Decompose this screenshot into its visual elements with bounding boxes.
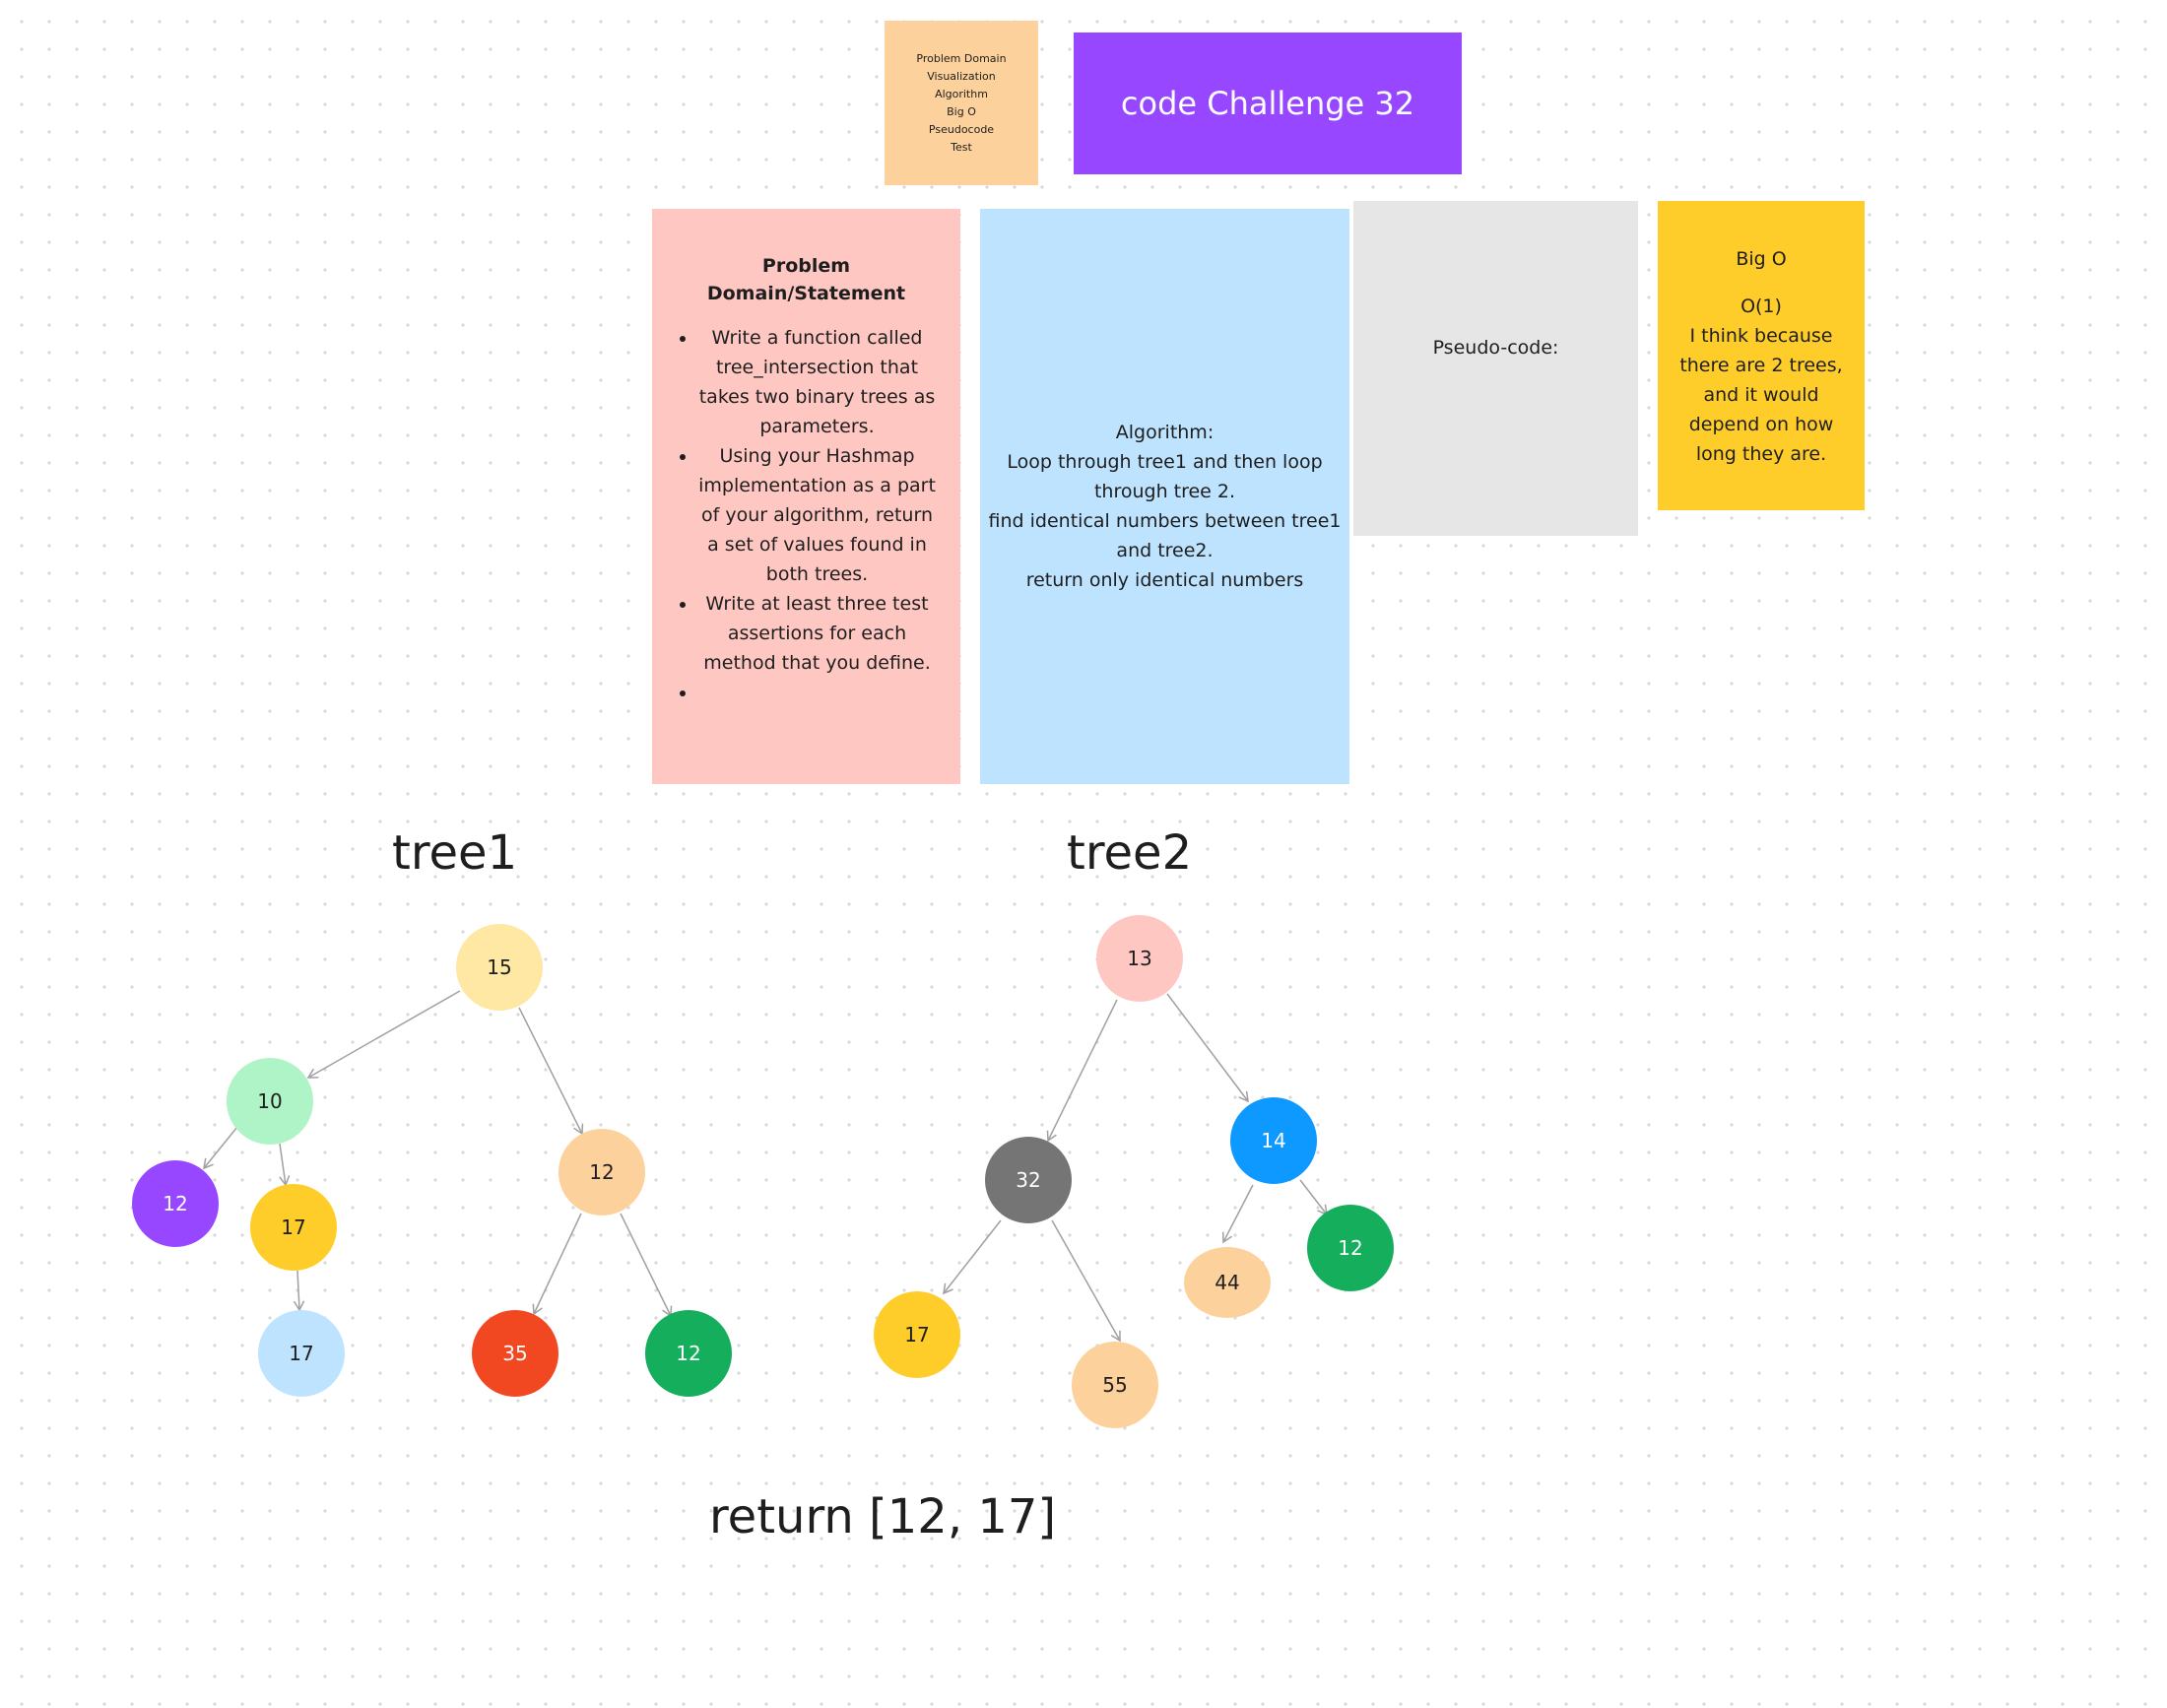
tree2-node-32[interactable]: 32 [985,1137,1072,1223]
tree-node-value: 12 [163,1192,187,1215]
legend-list: Problem Domain Visualization Algorithm B… [916,50,1006,157]
tree-node-value: 35 [502,1342,527,1365]
tree-node-circle [258,1310,345,1397]
tree1-node-15[interactable]: 15 [456,924,543,1011]
algorithm-sticky-note[interactable]: Algorithm: Loop through tree1 and then l… [980,209,1349,784]
tree-node-value: 32 [1016,1168,1040,1192]
big-o-sticky-note[interactable]: Big O O(1) I think because there are 2 t… [1658,201,1865,510]
tree1-node-12-right[interactable]: 12 [558,1129,645,1215]
tree2-node-14[interactable]: 14 [1230,1097,1317,1184]
tree-node-circle [250,1184,337,1271]
title-card[interactable]: code Challenge 32 [1074,33,1462,174]
tree1-node-12-leaf[interactable]: 12 [645,1310,732,1397]
tree-edge [1299,1179,1328,1216]
tree-edge [279,1143,291,1187]
tree-node-circle [1307,1205,1394,1291]
tree-node-value: 44 [1215,1271,1239,1294]
tree-edge [203,1126,238,1170]
algorithm-line: through tree 2. [1093,481,1236,502]
tree-node-circle [985,1137,1072,1223]
tree2-node-13[interactable]: 13 [1096,915,1183,1002]
big-o-value: O(1) [1740,296,1782,317]
tree-node-circle [472,1310,558,1397]
tree-node-circle [645,1310,732,1397]
tree1-node-17-leaf[interactable]: 17 [258,1310,345,1397]
tree-edge [1221,1184,1254,1244]
problem-domain-sticky-note[interactable]: Problem Domain/Statement Write a functio… [652,209,960,784]
tree-edge [1046,999,1118,1143]
algorithm-line: Algorithm: [1115,422,1215,443]
tree-edge [943,1219,1002,1295]
tree1-node-35[interactable]: 35 [472,1310,558,1397]
tree-node-value: 17 [289,1342,313,1365]
algorithm-line: return only identical numbers [1025,569,1304,591]
tree-edge [1051,1219,1121,1343]
algorithm-line: find identical numbers between tree1 [988,510,1342,532]
tree-edge [620,1213,673,1318]
tree2-node-17[interactable]: 17 [874,1291,960,1378]
tree-edge [532,1213,582,1316]
problem-bullet: Write a function called tree_intersectio… [697,323,937,441]
tree-edge [293,1270,305,1312]
page-title: code Challenge 32 [1120,85,1415,122]
algorithm-line: Loop through tree1 and then loop [1007,451,1323,473]
tree1-node-10[interactable]: 10 [227,1058,313,1145]
tree-node-circle [456,924,543,1011]
problem-bullet-empty [697,678,937,707]
tree-edge [518,1007,584,1136]
tree-node-circle [558,1129,645,1215]
tree-node-circle [1230,1097,1317,1184]
tree1-node-17[interactable]: 17 [250,1184,337,1271]
legend-sticky-note[interactable]: Problem Domain Visualization Algorithm B… [885,21,1038,185]
big-o-note: I think because there are 2 trees, and i… [1679,325,1843,465]
tree-node-circle [227,1058,313,1145]
legend-item: Algorithm [935,87,988,100]
tree2-node-12[interactable]: 12 [1307,1205,1394,1291]
algorithm-line: and tree2. [1116,540,1214,561]
problem-bullet: Write at least three test assertions for… [697,589,937,678]
tree-node-value: 12 [676,1342,700,1365]
result-text[interactable]: return [12, 17] [709,1489,1057,1544]
pseudocode-sticky-note[interactable]: Pseudo-code: [1353,201,1638,536]
problem-bullet: Using your Hashmap implementation as a p… [697,441,937,589]
tree-node-circle [132,1160,219,1247]
tree-node-circle [874,1291,960,1378]
tree2-node-55[interactable]: 55 [1072,1342,1158,1428]
tree1-label[interactable]: tree1 [392,825,518,881]
tree-node-value: 14 [1261,1129,1285,1152]
legend-item: Problem Domain [916,51,1007,65]
tree-node-value: 17 [904,1323,929,1347]
tree-node-value: 15 [487,955,511,979]
legend-item: Big O [947,104,976,118]
pseudocode-label: Pseudo-code: [1432,337,1559,359]
tree-node-value: 12 [589,1160,614,1184]
problem-bullet-list: Write a function called tree_intersectio… [676,323,937,707]
tree-node-value: 55 [1102,1373,1127,1397]
big-o-title: Big O [1736,248,1787,270]
tree2-label[interactable]: tree2 [1067,825,1193,881]
legend-item: Test [951,140,972,154]
tree1-node-12-left[interactable]: 12 [132,1160,219,1247]
tree-node-value: 10 [257,1089,282,1113]
tree-node-circle [1096,915,1183,1002]
tree-node-value: 17 [281,1215,305,1239]
problem-heading: Problem Domain/Statement [706,255,906,304]
tree-node-circle [1072,1342,1158,1428]
tree2-node-44[interactable]: 44 [1184,1247,1271,1318]
legend-item: Visualization [927,69,996,83]
legend-item: Pseudocode [928,122,995,136]
tree-edge [306,990,461,1079]
tree-node-circle [1184,1247,1271,1318]
tree-edge [1166,993,1249,1103]
tree-node-value: 12 [1338,1236,1362,1260]
tree-node-value: 13 [1127,947,1151,970]
